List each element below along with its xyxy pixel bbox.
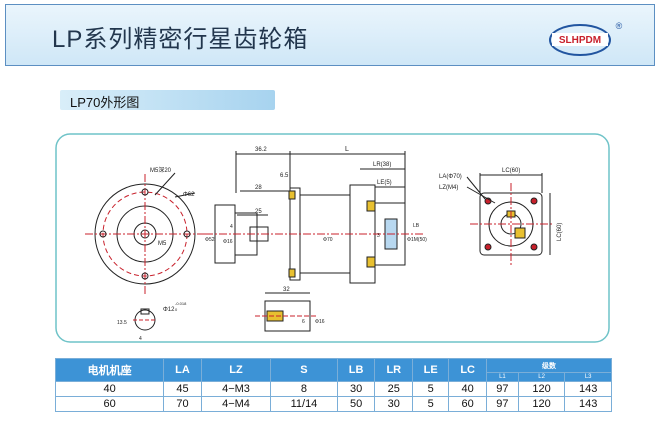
side-dim-LE: LE(5) bbox=[377, 180, 392, 186]
page-title: LP系列精密行星齿轮箱 bbox=[52, 26, 309, 53]
col-level-2: L2 bbox=[517, 372, 566, 382]
front-shaft-section bbox=[133, 308, 157, 331]
col-LB: LB bbox=[336, 358, 376, 382]
table-row: 40 45 4−M3 8 30 25 5 40 97 120 143 bbox=[54, 381, 612, 397]
title-banner: LP系列精密行星齿轮箱 SLHPDM ® bbox=[5, 4, 655, 66]
col-LE: LE bbox=[412, 358, 450, 382]
front-hole-label: M5 bbox=[158, 241, 167, 247]
col-motor-frame: 电机机座 bbox=[54, 358, 165, 382]
bore-tol-lower: 0 bbox=[175, 307, 178, 312]
table-cell: 70 bbox=[163, 396, 202, 412]
shaft-dia-label: Φ16 bbox=[315, 319, 325, 325]
col-levels-group: 级数 bbox=[485, 358, 613, 373]
end-LA-label: LA(Φ70) bbox=[439, 174, 462, 180]
col-level-1: L1 bbox=[485, 372, 519, 382]
col-S: S bbox=[270, 358, 338, 382]
table-cell: 30 bbox=[336, 381, 376, 397]
end-LC-label: LC(60) bbox=[502, 168, 520, 174]
side-dim-2: 28 bbox=[255, 185, 262, 191]
table-cell: 120 bbox=[517, 396, 566, 412]
bore-label: Φ12 bbox=[163, 307, 175, 313]
col-LR: LR bbox=[374, 358, 414, 382]
side-dim-LM: Φ1M(50) bbox=[407, 237, 427, 243]
table-cell: 8 bbox=[270, 381, 338, 397]
dimension-drawing: M5深20 Φ62 M5 Φ12 -0.018 0 13.5 4 36.2 bbox=[55, 133, 610, 343]
end-LC2-label: LC(60) bbox=[557, 223, 563, 241]
table-cell: 60 bbox=[448, 396, 487, 412]
keyway-width-label: 4 bbox=[139, 336, 142, 342]
table-cell: 143 bbox=[564, 396, 612, 412]
col-LZ: LZ bbox=[200, 358, 272, 382]
shaft-key-label: 6 bbox=[302, 319, 305, 325]
col-LC: LC bbox=[448, 358, 487, 382]
col-LA: LA bbox=[163, 358, 202, 382]
front-view bbox=[85, 172, 205, 294]
side-view bbox=[205, 151, 425, 284]
table-cell: 60 bbox=[54, 396, 165, 412]
side-dim-1: 36.2 bbox=[255, 147, 267, 153]
table-cell: 97 bbox=[485, 381, 519, 397]
section-label-text: LP70外形图 bbox=[70, 95, 140, 110]
side-dim-L: L bbox=[345, 146, 349, 153]
side-dim-LR: LR(38) bbox=[373, 162, 391, 168]
side-dim-3: 25 bbox=[255, 209, 262, 215]
table-cell: 40 bbox=[448, 381, 487, 397]
end-view bbox=[466, 173, 552, 265]
table-cell: 50 bbox=[336, 396, 376, 412]
front-boltcircle-label: Φ62 bbox=[183, 192, 195, 198]
table-cell: 5 bbox=[412, 381, 450, 397]
front-thread-label: M5深20 bbox=[150, 166, 172, 174]
section-label: LP70外形图 bbox=[60, 90, 275, 110]
shaft-length-label: 32 bbox=[283, 287, 290, 293]
table-cell: 4−M3 bbox=[200, 381, 272, 397]
side-dim-4: 6.5 bbox=[280, 173, 289, 179]
col-level-3: L3 bbox=[564, 372, 612, 382]
table-cell: 11/14 bbox=[270, 396, 338, 412]
table-cell: 120 bbox=[517, 381, 566, 397]
brand-logo: SLHPDM ® bbox=[549, 21, 623, 56]
side-dim-8: Φ70 bbox=[323, 237, 333, 243]
side-dim-5: 4 bbox=[230, 224, 233, 230]
keyway-height-label: 13.5 bbox=[117, 320, 127, 326]
table-cell: 5 bbox=[412, 396, 450, 412]
drawing-frame bbox=[55, 133, 610, 343]
logo-text: SLHPDM bbox=[559, 35, 601, 46]
table-cell: 40 bbox=[54, 381, 165, 397]
shaft-detail bbox=[255, 292, 317, 332]
side-dim-3mm: 3 bbox=[377, 233, 380, 239]
table-cell: 45 bbox=[163, 381, 202, 397]
registered-mark: ® bbox=[616, 21, 623, 31]
spec-table: 电机机座 LA LZ S LB LR LE LC 级数 L1 L2 L3 40 … bbox=[54, 358, 613, 412]
side-dim-LB: LB bbox=[413, 223, 420, 229]
side-dim-7: Φ16 bbox=[223, 239, 233, 245]
table-cell: 4−M4 bbox=[200, 396, 272, 412]
table-cell: 25 bbox=[374, 381, 414, 397]
table-cell: 30 bbox=[374, 396, 414, 412]
table-cell: 143 bbox=[564, 381, 612, 397]
bore-tol-upper: -0.018 bbox=[175, 301, 187, 306]
table-cell: 97 bbox=[485, 396, 519, 412]
end-LZ-label: LZ(M4) bbox=[439, 185, 458, 191]
side-dim-6: Φ52 bbox=[205, 237, 215, 243]
table-row: 60 70 4−M4 11/14 50 30 5 60 97 120 143 bbox=[54, 396, 612, 412]
